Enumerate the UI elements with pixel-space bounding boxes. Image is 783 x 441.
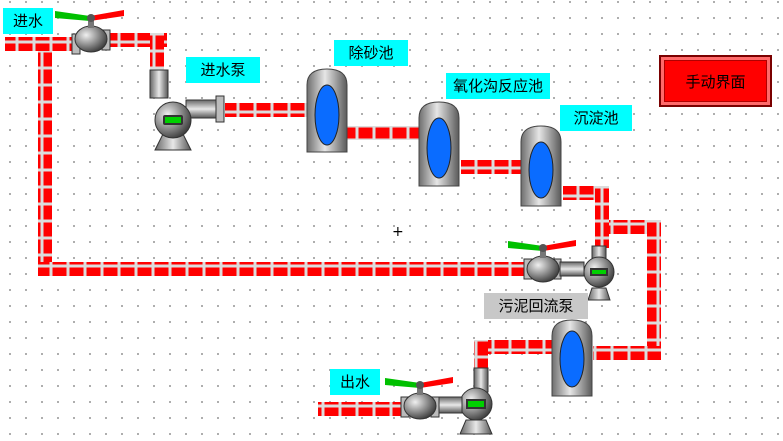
tank-grit-chamber[interactable] (306, 68, 348, 153)
pipe-grit-to-oxidation (347, 126, 419, 140)
oxidation-ditch-label: 氧化沟反应池 (446, 73, 550, 99)
clarifier-label: 沉淀池 (560, 105, 632, 131)
tank-clarifier[interactable] (520, 125, 562, 207)
pipe-recycle-vertical (38, 51, 52, 276)
pipe-network (5, 33, 661, 416)
inlet-pump[interactable] (149, 69, 225, 151)
outlet-pump[interactable] (435, 367, 493, 435)
pipe-right-bottom (593, 346, 661, 360)
pipe-clarifier-out-v (595, 186, 609, 248)
pipe-pump-to-grit (225, 103, 307, 117)
pipe-outlet-tank-v (474, 340, 488, 372)
inlet-valve[interactable] (55, 10, 124, 55)
inlet-label: 进水 (3, 8, 53, 34)
sludge-return-pump-label: 污泥回流泵 (484, 293, 588, 319)
outlet-label: 出水 (330, 369, 380, 395)
outlet-valve[interactable] (385, 377, 453, 420)
pipe-inlet (5, 37, 75, 51)
tank-oxidation-ditch[interactable] (418, 101, 460, 187)
pipe-recycle-horizontal (38, 262, 528, 276)
manual-mode-button[interactable]: 手动界面 (659, 55, 772, 107)
pipe-inlet-to-pump-v (150, 33, 164, 73)
tank-outlet[interactable] (551, 319, 593, 397)
crosshair-cursor: + (392, 224, 404, 240)
inlet-pump-label: 进水泵 (186, 57, 260, 83)
pipe-outlet (318, 402, 406, 416)
pipe-outlet-tank-h (474, 340, 552, 354)
sludge-return-pump[interactable] (559, 245, 615, 301)
pipe-right-vertical (647, 220, 661, 360)
pipe-oxidation-to-clarifier (461, 160, 521, 174)
grit-chamber-label: 除砂池 (334, 40, 408, 66)
